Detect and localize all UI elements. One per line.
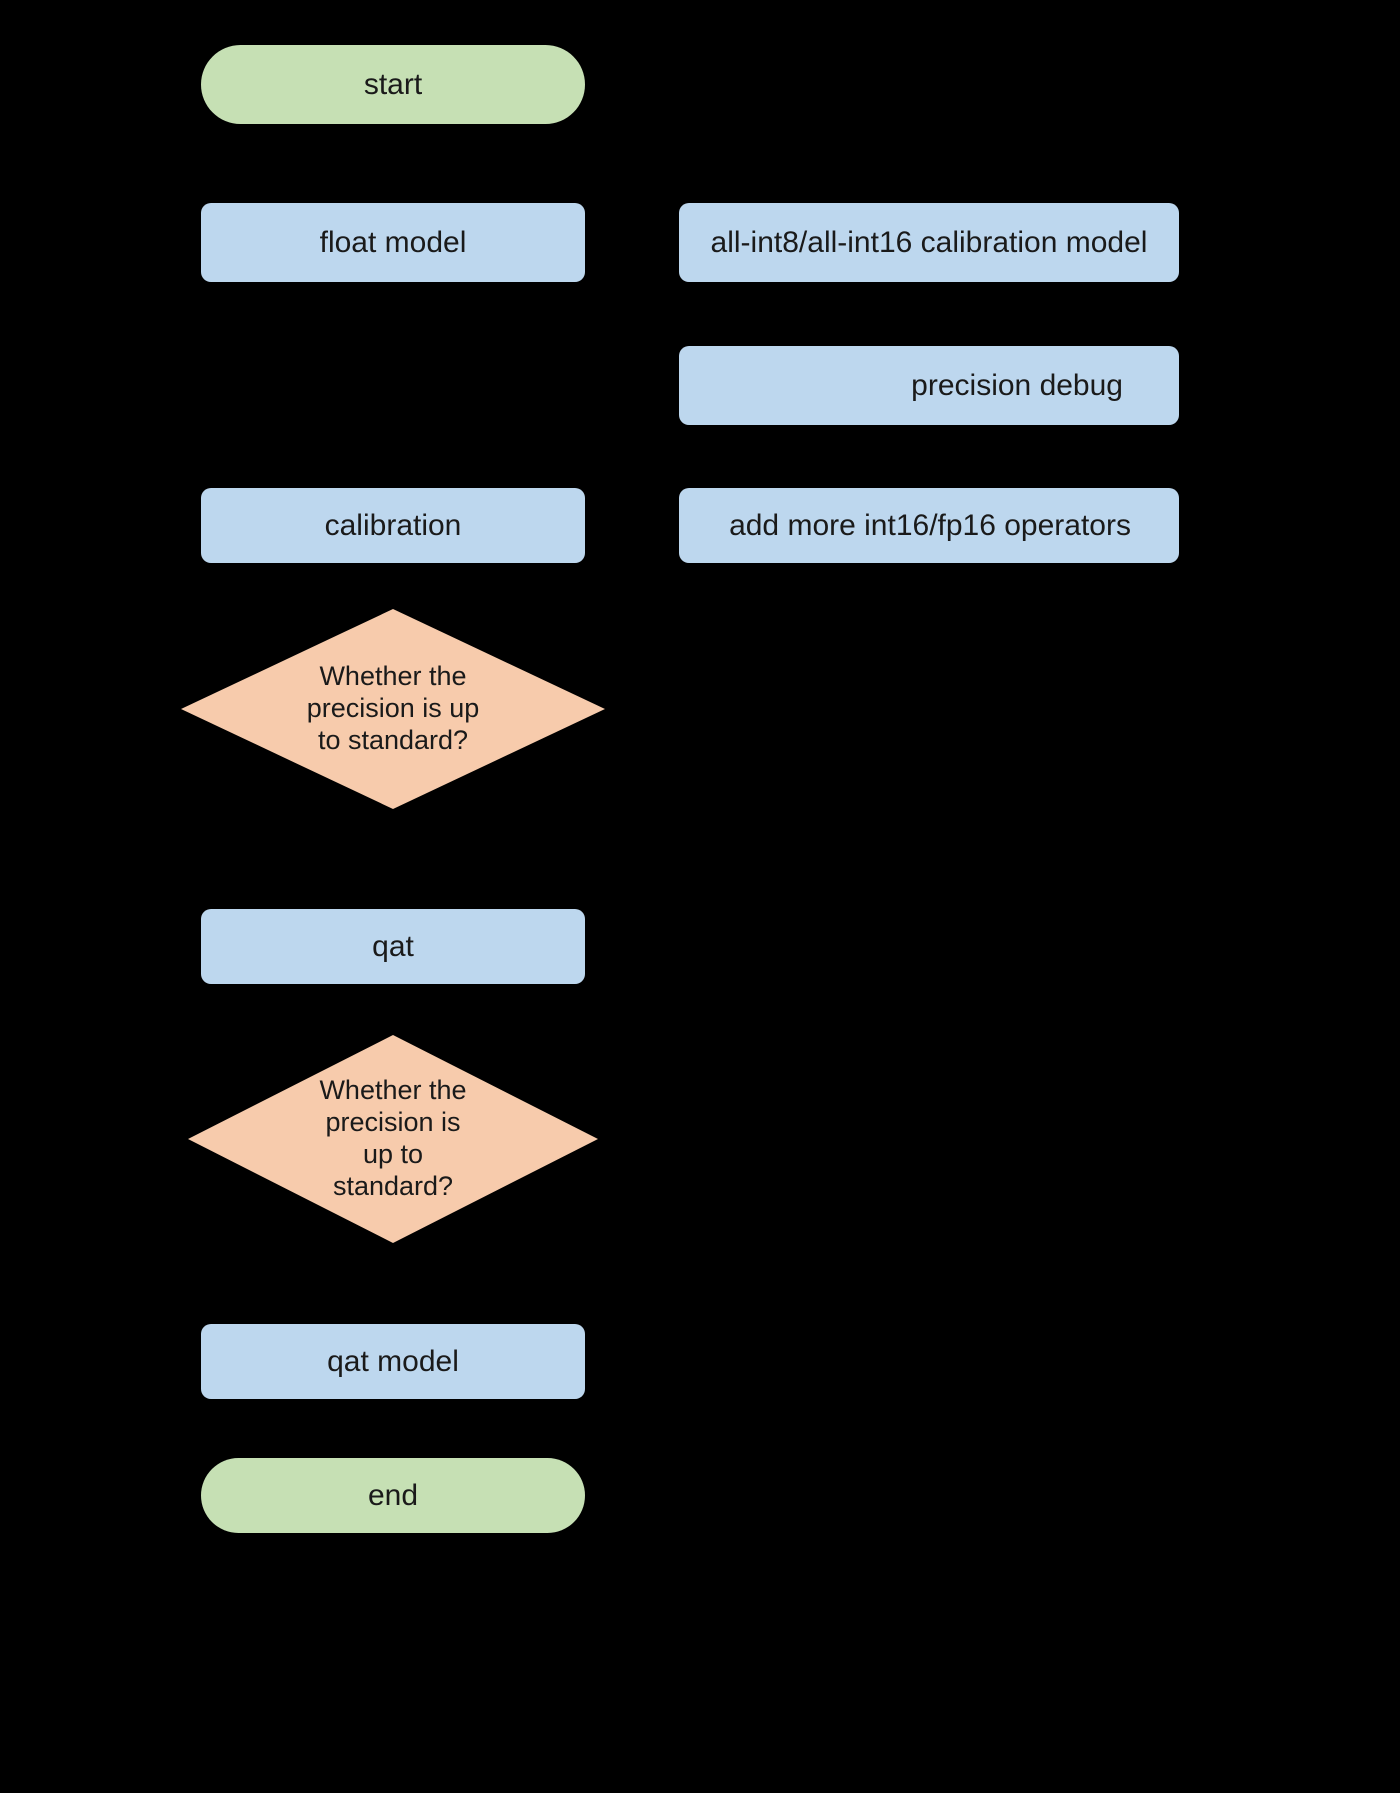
node-float-model[interactable]: float model [201, 203, 585, 282]
connector-start-to-float [391, 124, 394, 203]
node-decision-precision-1-label: Whether the precision is up to standard? [306, 661, 480, 755]
node-end[interactable]: end [201, 1458, 585, 1533]
node-precision-debug-label: precision debug [911, 368, 1123, 402]
connector-dec2-to-qatmodel [391, 1243, 394, 1324]
node-end-label: end [367, 1478, 419, 1512]
connector-precdebug-to-addops [927, 425, 930, 488]
node-float-model-label: float model [319, 225, 467, 259]
connector-addops-to-calibration [585, 524, 679, 527]
node-calibration-label: calibration [324, 508, 462, 542]
connector-dec1-to-qat [391, 809, 394, 909]
connector-qatmodel-to-end [391, 1399, 394, 1458]
node-all-int-calibration-model-label: all-int8/all-int16 calibration model [710, 225, 1148, 259]
connector-qat-to-dec2 [391, 984, 394, 1035]
node-qat[interactable]: qat [201, 909, 585, 984]
node-start[interactable]: start [201, 45, 585, 124]
node-calibration[interactable]: calibration [201, 488, 585, 563]
connector-calibration-to-dec1 [391, 563, 394, 609]
node-add-more-operators-label: add more int16/fp16 operators [729, 508, 1131, 542]
node-qat-label: qat [372, 929, 414, 963]
node-decision-precision-1[interactable]: Whether the precision is up to standard? [181, 609, 605, 809]
connector-allint-to-precdebug [927, 282, 930, 346]
node-qat-model[interactable]: qat model [201, 1324, 585, 1399]
node-precision-debug[interactable]: precision debug [679, 346, 1179, 425]
node-qat-model-label: qat model [327, 1344, 459, 1378]
node-start-label: start [363, 67, 423, 101]
node-decision-precision-2[interactable]: Whether the precision is up to standard? [188, 1035, 598, 1243]
node-decision-precision-2-label: Whether the precision is up to standard? [319, 1075, 467, 1201]
node-add-more-operators[interactable]: add more int16/fp16 operators [679, 488, 1179, 563]
connector-float-to-calibration [391, 282, 394, 488]
node-all-int-calibration-model[interactable]: all-int8/all-int16 calibration model [679, 203, 1179, 282]
